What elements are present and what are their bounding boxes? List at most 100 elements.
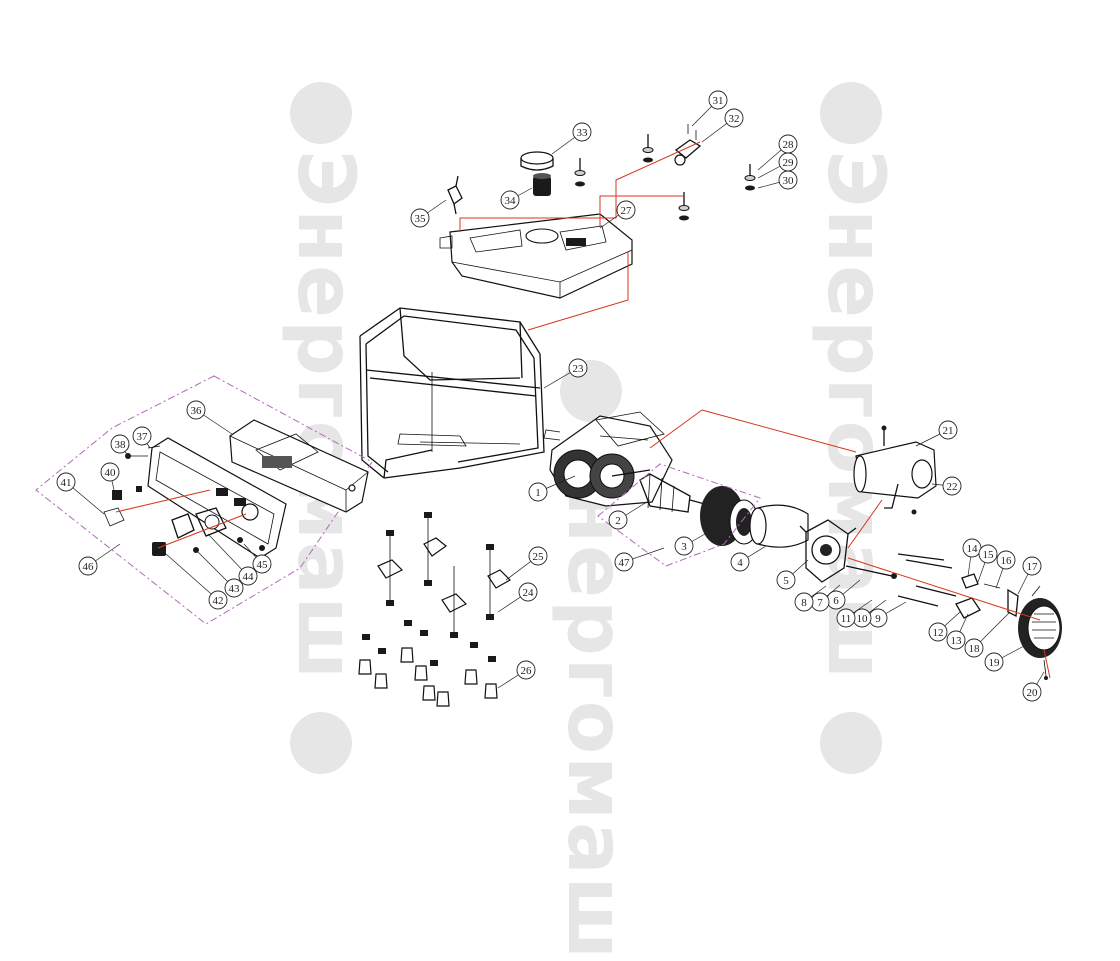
callout-29: 29 (757, 152, 798, 179)
callout-leader (207, 533, 249, 577)
callout-circle (964, 638, 984, 658)
callout-number: 37 (137, 431, 149, 443)
callout-21: 21 (915, 420, 958, 447)
callout-circle (568, 358, 588, 378)
engine-mounts (377, 516, 511, 636)
callout-38: 38 (110, 434, 130, 457)
callout-circle (938, 420, 958, 440)
callout-30: 30 (757, 170, 798, 190)
callout-number: 7 (817, 597, 823, 609)
feet (358, 647, 498, 707)
callout-circle (978, 544, 998, 564)
fuel-tank (439, 213, 633, 299)
callout-circle (794, 592, 814, 612)
callout-number: 4 (737, 557, 743, 569)
callout-circle (110, 434, 130, 454)
callout-number: 2 (615, 515, 621, 527)
callout-43: 43 (197, 551, 244, 598)
callout-35: 35 (410, 199, 447, 228)
engine (543, 411, 673, 507)
callout-number: 11 (841, 613, 852, 625)
watermark-logo-icon (820, 712, 882, 774)
callout-circle (528, 482, 548, 502)
leader-line (1043, 649, 1051, 679)
callout-number: 8 (801, 597, 807, 609)
callout-circle (674, 536, 694, 556)
callout-number: 5 (783, 575, 789, 587)
callout-number: 24 (523, 587, 535, 599)
callout-24: 24 (497, 582, 538, 613)
callout-16: 16 (995, 550, 1016, 589)
tank-bolts (574, 134, 756, 221)
leader-line (649, 409, 703, 449)
callout-32: 32 (701, 108, 744, 143)
callout-2: 2 (608, 499, 651, 530)
callout-40: 40 (100, 462, 120, 491)
callout-46: 46 (78, 543, 121, 576)
callout-circle (608, 510, 628, 530)
watermark-logo-icon (290, 82, 352, 144)
callout-25: 25 (505, 546, 548, 581)
rotor-group-outline (597, 463, 761, 567)
callout-circle (616, 200, 636, 220)
callout-11: 11 (836, 599, 873, 628)
callout-3: 3 (674, 529, 713, 556)
callout-number: 36 (191, 405, 203, 417)
fuel-strainer (533, 173, 551, 196)
callout-12: 12 (928, 611, 961, 642)
callout-number: 41 (61, 477, 72, 489)
callout-circle (836, 608, 856, 628)
callout-number: 21 (943, 425, 954, 437)
stator (700, 486, 759, 546)
callout-circle (132, 426, 152, 446)
callout-circle (500, 190, 520, 210)
watermark-logo-icon (290, 712, 352, 774)
callout-4: 4 (730, 545, 767, 572)
callout-number: 43 (229, 583, 241, 595)
callout-circle (778, 170, 798, 190)
callout-number: 35 (415, 213, 427, 225)
callout-number: 31 (713, 95, 724, 107)
callout-circle (238, 566, 258, 586)
callout-number: 25 (533, 551, 545, 563)
callout-number: 1 (535, 487, 541, 499)
rear-cover (1018, 598, 1062, 680)
callout-number: 44 (243, 571, 255, 583)
callout-number: 46 (83, 561, 95, 573)
watermark-logo-icon (820, 82, 882, 144)
callout-circle (942, 476, 962, 496)
callout-number: 23 (573, 363, 585, 375)
callout-number: 28 (783, 139, 795, 151)
callout-34: 34 (500, 187, 533, 210)
callout-number: 29 (783, 157, 795, 169)
end-cover (799, 519, 857, 583)
callout-circle (1022, 556, 1042, 576)
callout-number: 40 (105, 467, 117, 479)
fuel-cap (520, 151, 554, 171)
callout-number: 16 (1001, 555, 1013, 567)
callout-circle (56, 472, 76, 492)
callout-number: 6 (833, 595, 839, 607)
callout-18: 18 (964, 611, 1011, 658)
callout-number: 32 (729, 113, 740, 125)
callout-6: 6 (826, 579, 861, 610)
stator-housing (749, 504, 809, 548)
callout-circle (572, 122, 592, 142)
callout-27: 27 (599, 200, 636, 229)
callout-number: 9 (875, 613, 881, 625)
callout-circle (224, 578, 244, 598)
callout-9: 9 (868, 601, 907, 628)
callout-circle (1022, 682, 1042, 702)
callout-circle (528, 546, 548, 566)
callout-20: 20 (1022, 671, 1045, 702)
callout-number: 45 (257, 559, 269, 571)
callout-10: 10 (852, 599, 887, 628)
callout-number: 42 (213, 595, 224, 607)
callout-44: 44 (207, 533, 258, 586)
callout-26: 26 (497, 660, 536, 689)
callout-circle (776, 570, 796, 590)
callout-33: 33 (551, 122, 592, 155)
callout-number: 26 (521, 665, 533, 677)
frame (359, 307, 545, 479)
